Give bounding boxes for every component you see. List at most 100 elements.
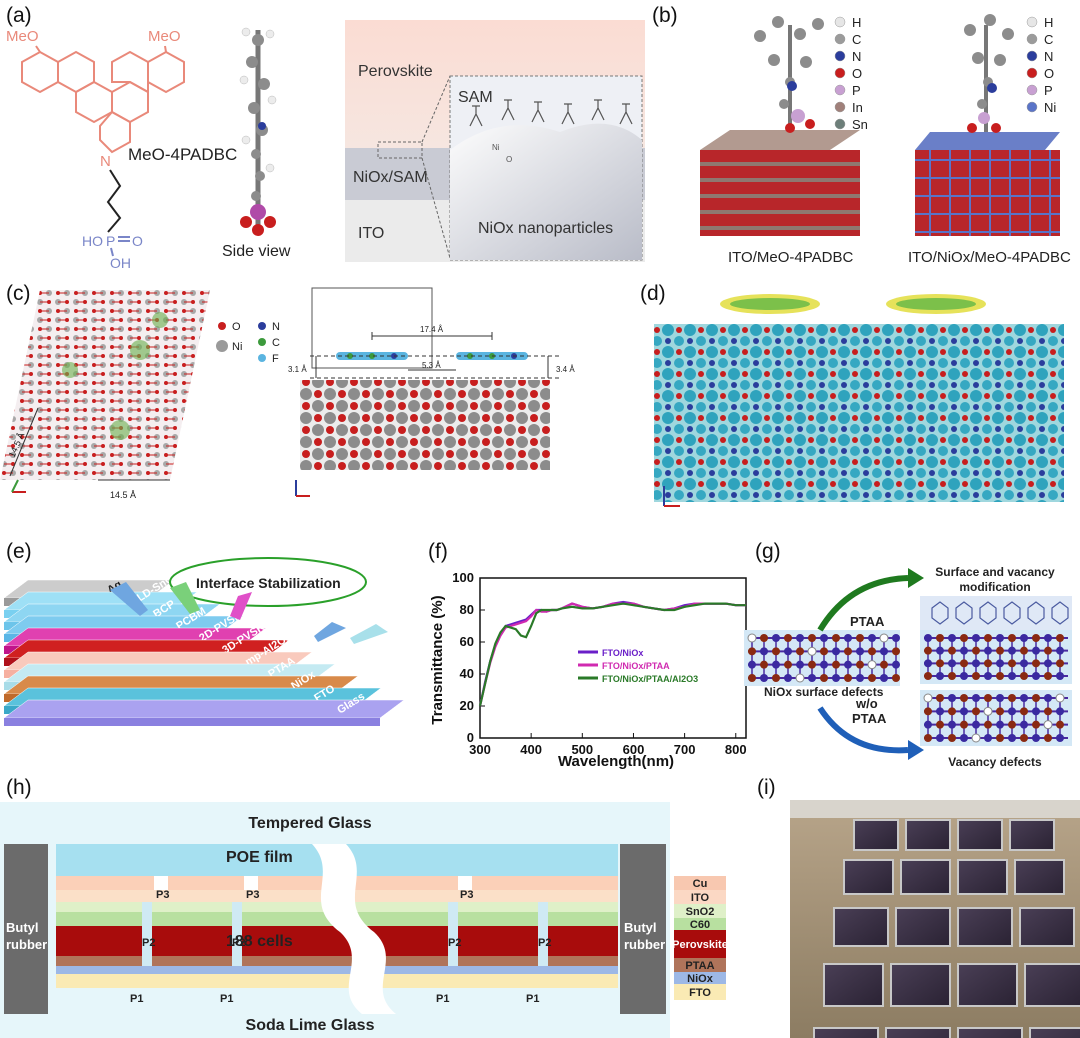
g-lattice-bottom-atom [984, 720, 992, 729]
legend-b-right-label-1: C [1044, 32, 1053, 47]
g-lattice-top-atom [1044, 646, 1052, 655]
p1-label-2: P1 [436, 993, 449, 1005]
legend-b-left-label-6: Sn [852, 117, 868, 132]
g-lattice-bottom-atom [996, 720, 1004, 729]
g-lattice-bottom-atom [936, 720, 944, 729]
interface-stabilization-callout: Interface Stabilization [196, 575, 341, 591]
solar-panel [885, 1027, 951, 1038]
g-lattice-bottom-atom [1044, 734, 1052, 742]
g-lattice-defects-atom [807, 646, 817, 656]
g-lattice-bottom-atom [971, 733, 981, 743]
g-lattice-bottom-atom [1032, 707, 1040, 716]
poe-film-label: POE film [226, 849, 293, 866]
legend-h-swatch-6 [674, 972, 726, 984]
legend-h-label-4: Perovskite [672, 939, 728, 951]
dim-right-height: 3.4 Å [556, 365, 575, 374]
g-lattice-top-atom [960, 634, 968, 642]
g-lattice-defects-atom [795, 673, 805, 683]
g-lattice-top-atom [984, 672, 992, 680]
g-lattice-top-atom [996, 672, 1004, 680]
g-lattice-defects-atom [868, 674, 876, 682]
g-lattice-top-atom [1032, 646, 1040, 655]
g-lattice-defects-atom [820, 634, 828, 642]
g-lattice-top-atom [1044, 659, 1052, 668]
g-lattice-top-atom [972, 659, 980, 668]
axis-triad-c-left [11, 479, 26, 493]
y-tick-label-0: 0 [467, 730, 474, 745]
ito-slab-left [700, 130, 860, 236]
g-lattice-top-atom [948, 646, 956, 655]
module-layer-6 [56, 956, 618, 966]
g-top-title-1: Surface and vacancy [935, 565, 1055, 579]
legend-h-swatch-7 [674, 984, 726, 1000]
legend-c-label-1: N [272, 321, 280, 333]
g-lattice-bottom-atom [924, 707, 932, 716]
y-tick-label-2: 40 [460, 666, 474, 681]
solar-panel [1024, 963, 1080, 1007]
panel-a: MeO MeO N MeO-4PADBC HO P O OH [6, 20, 645, 271]
g-lattice-defects-atom [832, 674, 840, 682]
molecule-name-label: MeO-4PADBC [128, 145, 237, 164]
plot-frame [479, 577, 747, 739]
g-lattice-bottom-atom [924, 734, 932, 742]
legend-h-label-1: ITO [691, 892, 710, 904]
g-lattice-top-atom [984, 646, 992, 655]
panel-label-d: (d) [640, 282, 666, 305]
g-lattice-bottom-atom [996, 694, 1004, 702]
panel-label-c: (c) [6, 282, 31, 305]
g-lattice-defects-atom [760, 647, 768, 656]
g-top-title-2: modification [959, 580, 1030, 594]
g-lattice-top-atom [960, 646, 968, 655]
legend-b-right-label-0: H [1044, 15, 1053, 30]
solar-panel [957, 859, 1008, 895]
x-tick-label-0: 300 [469, 742, 491, 757]
legend-c-swatch-3 [258, 338, 266, 346]
solar-panel [890, 963, 951, 1007]
solar-panel [957, 963, 1018, 1007]
legend-h-label-0: Cu [693, 878, 708, 890]
panel-label-b: (b) [652, 4, 678, 27]
adsorbed-molecules [336, 352, 528, 360]
legend-b-right-swatch-4 [1026, 84, 1038, 96]
g-lattice-top-atom [1032, 659, 1040, 668]
butyl-right-1: Butyl [624, 920, 657, 935]
g-lattice-bottom-atom [984, 734, 992, 742]
g-lattice-top-atom [1056, 659, 1064, 668]
g-lattice-bottom-atom [1056, 734, 1064, 742]
g-lattice-bottom-atom [1032, 720, 1040, 729]
p2-label-2: P2 [448, 937, 461, 949]
legend-c-swatch-1 [258, 322, 266, 330]
g-lattice-defects-atom [808, 660, 816, 669]
p2-label-3: P2 [538, 937, 551, 949]
panel-label-g: (g) [755, 540, 781, 563]
g-lattice-top-atom [1020, 659, 1028, 668]
solar-panel [1009, 819, 1055, 851]
x-tick-label-2: 500 [571, 742, 593, 757]
g-lattice-top-atom [936, 672, 944, 680]
legend-b-left-label-1: C [852, 32, 861, 47]
side-view-molecule [239, 27, 277, 236]
solar-panel [957, 819, 1003, 851]
y-axis-label: Transmittance (%) [429, 595, 446, 724]
g-lattice-defects-atom [772, 674, 780, 682]
legend-b-right-label-5: Ni [1044, 100, 1056, 115]
g-lattice-bottom-atom [983, 706, 993, 716]
g-lattice-bottom-atom [960, 707, 968, 716]
legend-h-swatch-1 [674, 890, 726, 904]
g-lattice-defects-atom [880, 660, 888, 669]
g-lattice-top-atom [948, 659, 956, 668]
p2-scribe-0 [142, 902, 152, 966]
g-lattice-bottom-atom [972, 694, 980, 702]
o-label: O [132, 233, 143, 249]
g-ptaa-ring [1051, 601, 1069, 625]
side-view-slab [300, 380, 550, 470]
g-left-caption: NiOx surface defects [764, 685, 884, 699]
g-lattice-top-atom [996, 659, 1004, 668]
g-lattice-defects-atom [856, 647, 864, 656]
molecule-right [964, 14, 1014, 133]
solar-panel [823, 963, 884, 1007]
g-lattice-bottom-atom [996, 734, 1004, 742]
